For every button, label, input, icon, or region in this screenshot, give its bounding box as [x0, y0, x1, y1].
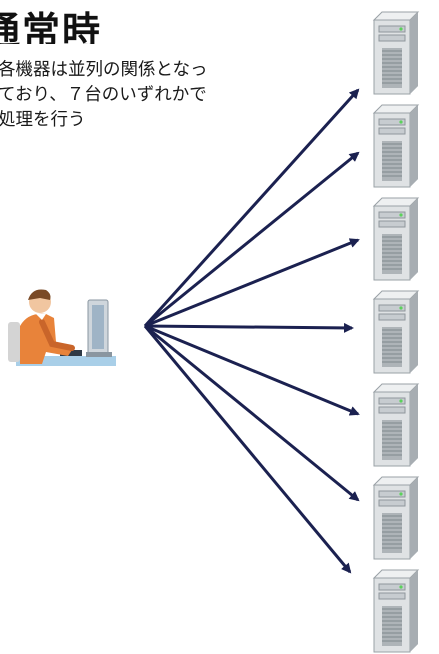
slide-title: 通常時 — [0, 2, 180, 44]
arrow-to-server-2 — [144, 151, 360, 328]
server-tower-icon — [372, 383, 420, 467]
person-at-computer-icon — [8, 289, 116, 366]
server-tower-icon — [372, 569, 420, 653]
server-tower-icon — [372, 290, 420, 374]
arrow-to-server-4 — [144, 322, 354, 333]
arrow-to-server-1 — [143, 88, 360, 328]
server-tower-icon — [372, 476, 420, 560]
description: 各機器は並列の関係となっ ており、７台のいずれかで 処理を行う — [0, 58, 308, 133]
description-line-2: ており、７台のいずれかで — [0, 85, 207, 105]
title-text: 通常時 — [0, 9, 103, 44]
description-line-1: 各機器は並列の関係となっ — [0, 60, 208, 80]
description-line-3: 処理を行う — [0, 110, 86, 130]
server-tower-icon — [372, 197, 420, 281]
server-tower-icon — [372, 104, 420, 188]
arrow-to-server-3 — [144, 238, 360, 328]
arrow-to-server-7 — [143, 325, 352, 574]
arrow-to-server-5 — [144, 324, 360, 416]
arrow-to-server-6 — [144, 324, 360, 502]
server-tower-icon — [372, 11, 420, 95]
